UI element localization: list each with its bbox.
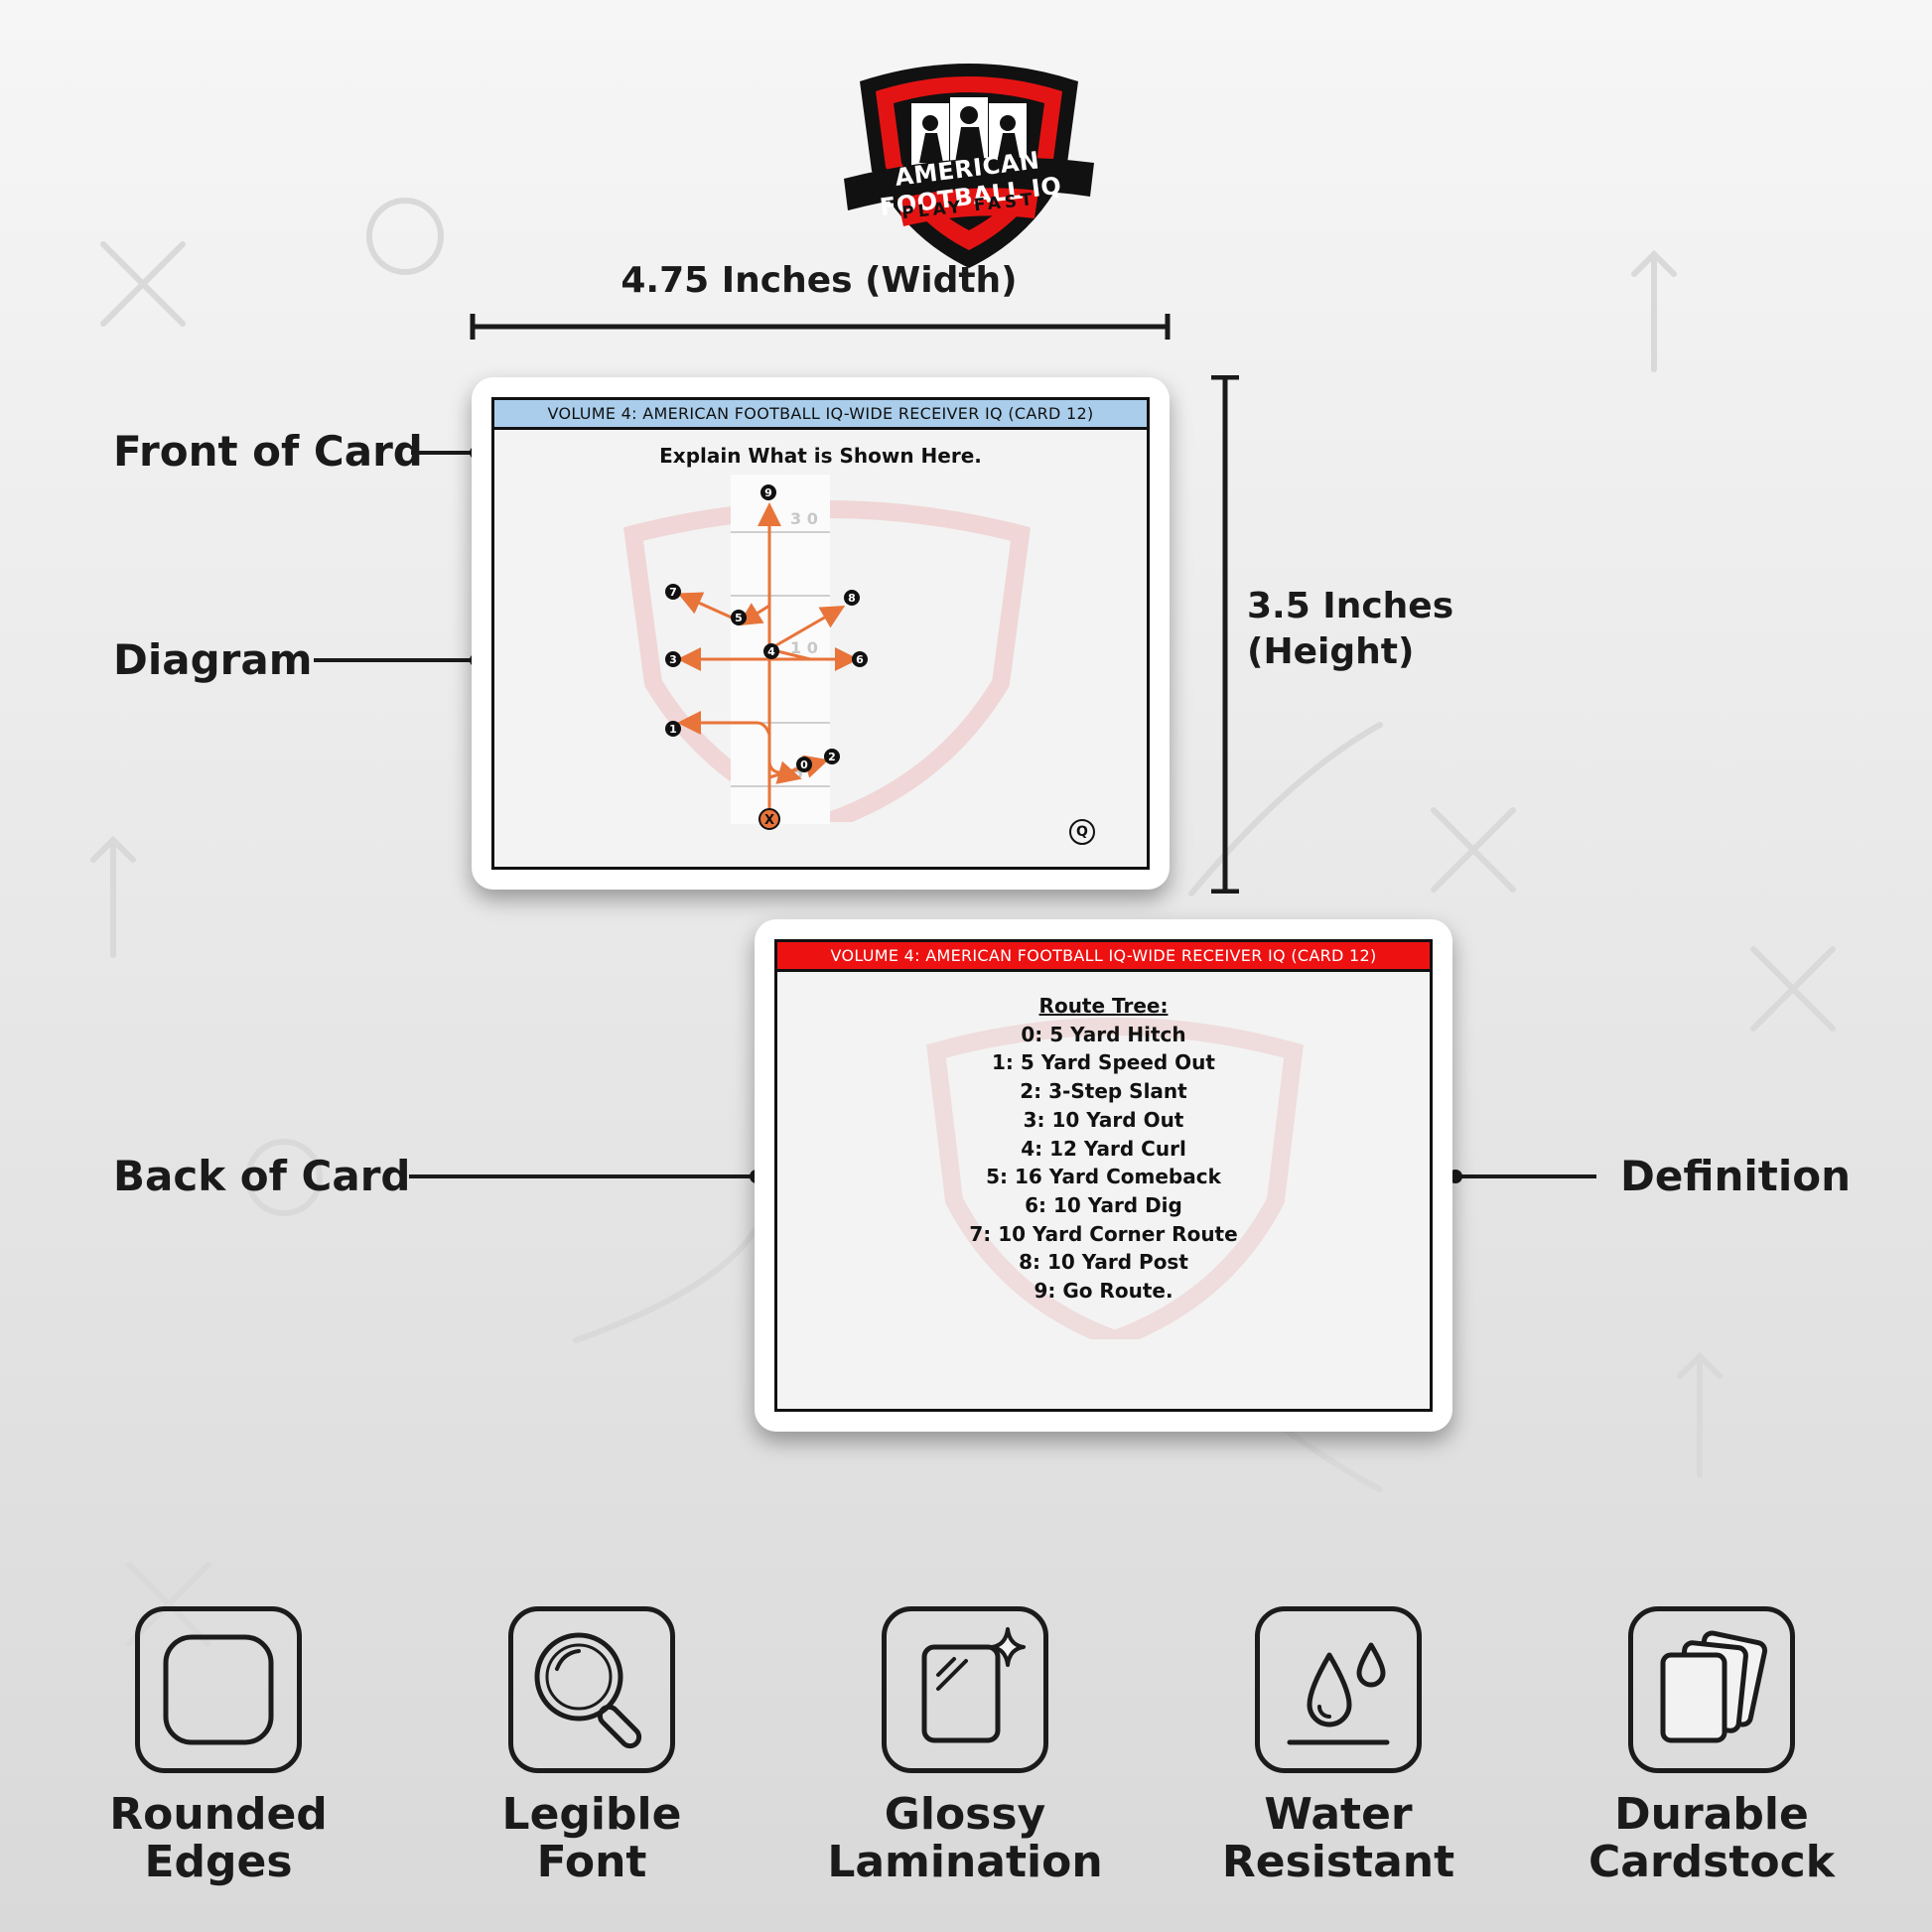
diagram-leader-line [314,653,483,667]
feature-label: Resistant [1221,1837,1455,1887]
receiver-marker [759,808,780,830]
front-card-face: VOLUME 4: AMERICAN FOOTBALL IQ-WIDE RECE… [491,397,1150,870]
definition-label: Definition [1620,1152,1852,1200]
route-number-7: 7 [669,586,677,599]
route-definition: 5: 16 Yard Comeback [986,1165,1221,1189]
route-number-3: 3 [669,653,677,666]
definition-leader-line [1449,1170,1596,1183]
back-leader-line [409,1170,763,1183]
route-definition: 0: 5 Yard Hitch [1021,1022,1186,1046]
route-definition: 7: 10 Yard Corner Route [969,1221,1238,1246]
route-number-0: 0 [800,759,808,771]
water-drops-icon [1287,1642,1390,1745]
back-card-header: VOLUME 4: AMERICAN FOOTBALL IQ-WIDE RECE… [777,942,1430,972]
height-dimension-line [1211,375,1239,894]
feature-rounded-edges: Rounded Edges [69,1606,367,1886]
feature-label: Lamination [827,1837,1103,1887]
height-label: 3.5 Inches (Height) [1247,584,1505,675]
feature-label: Cardstock [1588,1837,1835,1887]
feature-water-resistant: Water Resistant [1189,1606,1487,1886]
question-badge: Q [1069,819,1095,845]
route-definition: 2: 3-Step Slant [1020,1079,1187,1104]
feature-label: Durable [1614,1789,1809,1840]
route-number-2: 2 [828,751,836,763]
back-card: VOLUME 4: AMERICAN FOOTBALL IQ-WIDE RECE… [755,919,1452,1432]
shield-logo-icon [844,64,1094,268]
feature-label: Glossy [884,1789,1046,1840]
back-card-face: VOLUME 4: AMERICAN FOOTBALL IQ-WIDE RECE… [774,939,1433,1412]
front-card: VOLUME 4: AMERICAN FOOTBALL IQ-WIDE RECE… [472,377,1170,890]
feature-label: Font [536,1837,647,1887]
rounded-square-icon [163,1634,274,1745]
feature-label: Edges [144,1837,293,1887]
front-question: Explain What is Shown Here. [659,444,982,468]
route-definition: 1: 5 Yard Speed Out [992,1050,1215,1075]
route-definition: 6: 10 Yard Dig [1025,1192,1182,1217]
route-definition: 8: 10 Yard Post [1019,1250,1188,1275]
route-tree-diagram: 3 0 1 0 5 9 7 5 8 4 3 [665,475,868,830]
route-definition: 3: 10 Yard Out [1023,1107,1184,1132]
route-number-8: 8 [848,592,856,605]
feature-label: Water [1264,1789,1413,1840]
height-label-line2: (Height) [1247,631,1415,672]
height-label-line1: 3.5 Inches [1247,586,1454,626]
feature-label: Rounded [109,1789,328,1840]
route-number-6: 6 [856,653,864,666]
route-number-9: 9 [764,486,772,499]
yard-number: 3 0 [790,509,818,528]
route-number-1: 1 [669,723,677,736]
route-number-4: 4 [767,645,775,658]
magnifier-icon [534,1632,642,1749]
card-stack-icon [1660,1630,1768,1743]
feature-legible-font: Legible Font [443,1606,741,1886]
width-label: 4.75 Inches (Width) [621,260,1018,301]
front-card-header: VOLUME 4: AMERICAN FOOTBALL IQ-WIDE RECE… [494,400,1147,430]
width-dimension-line [470,314,1171,340]
diagram-label: Diagram [113,635,313,684]
back-of-card-label: Back of Card [113,1152,411,1200]
front-of-card-label: Front of Card [113,427,423,476]
route-definition: 9: Go Route. [1034,1279,1173,1304]
route-definitions: Route Tree: 0: 5 Yard Hitch 1: 5 Yard Sp… [777,992,1430,1306]
brand-logo: AMERICAN FOOTBALL IQ PLAY FAST [840,52,1098,270]
watermark-logo-icon [926,1018,1304,1339]
glossy-card-icon [921,1627,1026,1743]
route-definition: 4: 12 Yard Curl [1021,1136,1186,1161]
route-number-5: 5 [735,612,743,624]
route-tree-title: Route Tree: [1038,994,1169,1018]
feature-label: Legible [501,1789,682,1840]
receiver-marker-label: X [764,813,774,828]
yard-number: 1 0 [790,638,818,657]
feature-glossy-lamination: Glossy Lamination [816,1606,1114,1886]
feature-durable-cardstock: Durable Cardstock [1563,1606,1861,1886]
